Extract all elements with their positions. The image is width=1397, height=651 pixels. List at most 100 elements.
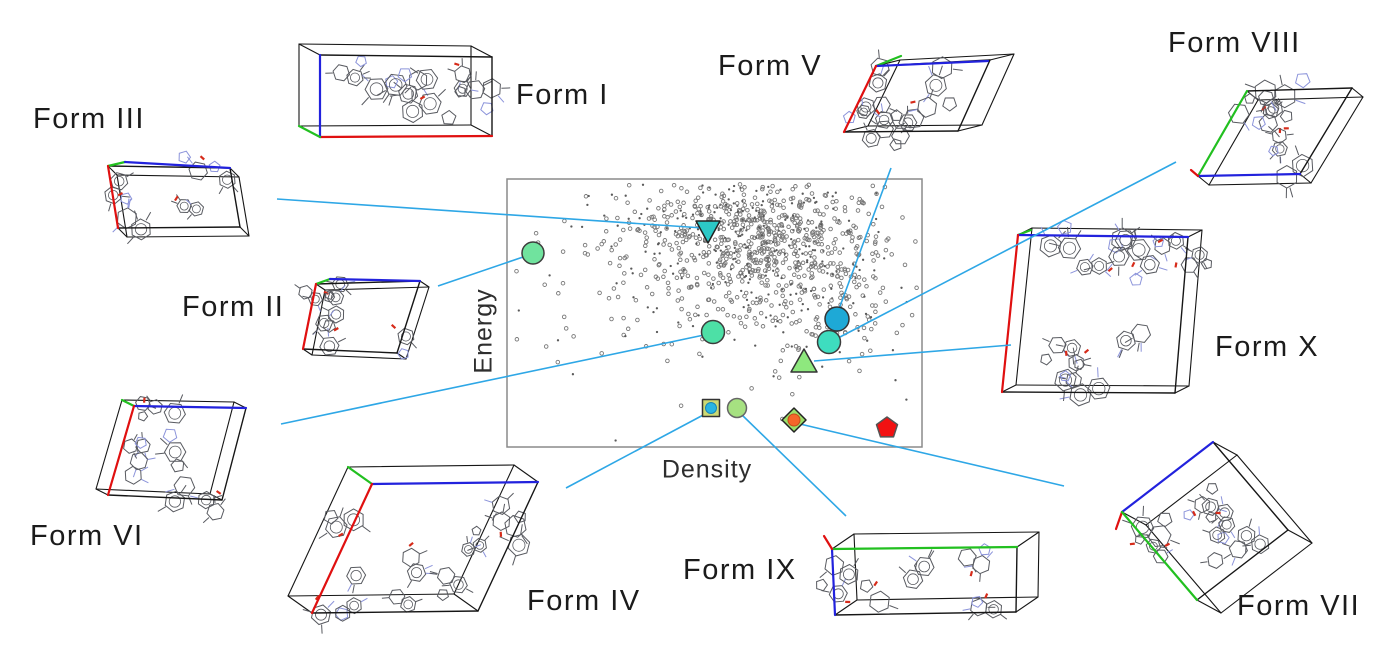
axis-c-edge [370,480,540,486]
form-iv-structure [287,464,540,634]
form-vii-label: Form VII [1237,590,1361,622]
axis-c-edge [1196,172,1302,178]
form-ii-marker [521,241,545,265]
axis-b-edge [106,160,127,168]
unit-cell-back-edges [95,399,247,501]
connector-form-x [813,344,1012,362]
unit-cell-front-edges [1000,228,1190,394]
molecule-drawing [1122,483,1270,569]
form-vii-marker [781,407,807,433]
molecule-drawing [294,276,417,360]
form-iv-marker [701,398,721,418]
axis-c-edge [123,160,232,170]
axis-a-edge [318,134,494,139]
axis-a-edge [1189,168,1200,178]
axis-c-edge [830,547,837,617]
molecule-drawing [1039,217,1213,407]
form-iii-marker [695,220,721,244]
form-ix-marker [726,397,748,419]
axis-b-edge [314,277,332,286]
form-ii-structure [294,276,430,360]
molecule-drawing [842,49,963,152]
form-iv-marker-inner-dot [705,402,717,414]
form-viii-structure [1189,73,1364,199]
axis-c-edge [1016,233,1190,239]
unit-cell-front-edges [822,534,1019,617]
form-v-structure [842,49,1015,152]
scatter-cloud [514,182,919,442]
form-i-structure [297,43,511,139]
form-x-marker [790,348,818,373]
axis-a-edge [310,482,374,615]
unit-cell-back-edges [287,464,539,614]
y-axis-label: Energy [469,288,498,374]
axis-a-edge [106,164,120,230]
highlighted-form-markers [521,220,899,438]
unit-cell-back-edges [302,280,430,360]
connector-lines [276,161,1177,517]
form-vi-label: Form VI [30,520,144,552]
connector-form-ii [437,255,527,287]
unit-cell-back-edges [107,165,250,238]
unit-cell-front-edges [1114,440,1289,602]
connector-form-vi [280,334,705,425]
connector-form-ix [740,413,847,517]
connector-form-vii [799,423,1065,487]
axis-b-edge [297,124,322,139]
form-iii-label: Form III [33,103,145,135]
form-x-label: Form X [1215,331,1320,363]
connector-form-iii [276,198,704,229]
unit-cell-front-edges [842,54,991,134]
connector-form-iv [565,412,708,489]
molecule-drawing [1227,73,1314,199]
connector-form-viii [839,161,1177,338]
axis-a-edge [301,282,318,351]
form-v-marker [824,306,850,332]
axis-b-edge [1196,89,1249,178]
unit-cell-back-edges [298,43,493,138]
form-vii-marker-inner-dot [787,413,801,427]
axis-a-edge [842,64,878,134]
unit-cell-front-edges [310,465,540,615]
form-ix-label: Form IX [683,554,797,586]
axis-c-edge [1120,440,1215,514]
axis-c-edge [132,404,248,410]
molecule-drawing [325,55,511,125]
axis-a-edge [1000,233,1020,394]
form-vii-structure [1114,440,1313,614]
axis-a-edge [106,404,136,497]
axis-b-edge [1120,510,1199,602]
connector-form-v [838,167,892,310]
form-x-structure [1000,217,1213,407]
unassigned-marker [875,416,899,438]
form-v-label: Form V [718,50,823,82]
unit-cell-front-edges [297,53,494,139]
form-ii-label: Form II [182,291,285,323]
form-vi-structure [95,394,248,524]
x-axis-label: Density [661,455,753,484]
form-i-label: Form I [516,79,609,111]
unit-cell-front-edges [1189,87,1353,178]
unit-cell-front-edges [301,277,422,354]
molecule-drawing [816,543,1008,621]
molecule-drawing [302,492,531,634]
form-vi-marker [700,319,726,345]
form-iii-structure [104,150,250,245]
axis-a-edge [822,534,834,551]
unit-cell-structures [95,43,1364,634]
molecule-drawing [123,394,226,524]
axis-b-edge [120,398,136,408]
axis-a-edge [1114,510,1124,531]
form-viii-label: Form VIII [1168,27,1301,59]
molecule-drawing [104,150,239,245]
axis-c-edge [874,59,990,68]
form-viii-marker [816,329,842,355]
unit-cell-back-edges [843,53,1015,133]
unit-cell-front-edges [106,398,248,501]
axis-c-edge [328,277,422,283]
form-ix-structure [816,531,1040,621]
unit-cell-back-edges [831,531,1040,616]
axis-b-edge [346,465,374,486]
